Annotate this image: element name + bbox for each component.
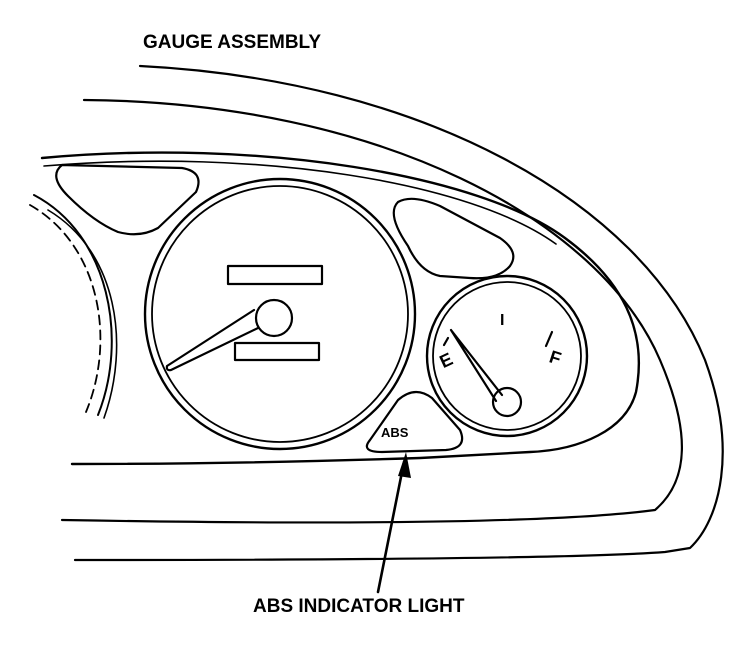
speedometer-needle [165,308,260,372]
speedometer-needle-hub [254,298,294,338]
upper-left-lamp-pod [55,163,200,236]
upper-right-lamp-pod [392,197,515,280]
speedometer-bezel-outer [143,177,417,451]
fuel-half-mark: I [500,312,504,329]
cluster-bezel [40,151,641,466]
abs-callout-arrow-shaft [376,460,406,594]
fuel-gauge-bezel-inner [432,281,582,431]
left-gauge-arc-outer [33,194,113,416]
title-label: GAUGE ASSEMBLY [143,32,321,53]
fuel-full-mark: F [544,330,564,369]
svg-text:F: F [547,347,564,369]
svg-text:E: E [436,349,455,372]
speedometer-bezel-inner [151,185,409,443]
fuel-gauge-needle [449,328,504,403]
abs-badge-label: ABS [381,425,409,440]
fuel-gauge-needle-hub [491,386,523,418]
abs-callout-arrowhead [398,452,411,478]
fuel-empty-mark: E [436,336,456,372]
abs-indicator-light-label: ABS INDICATOR LIGHT [253,596,465,617]
left-gauge-arc-inner [47,209,118,419]
fuel-gauge-bezel-outer [425,274,589,438]
outer-dash-curve [73,64,724,562]
trip-odometer-window [233,341,321,362]
abs-indicator-pod[interactable] [365,390,464,454]
middle-dash-curve [60,98,683,524]
cluster-bezel-inner [43,160,557,245]
left-gauge-arc-dashed [29,204,102,413]
odometer-window [226,264,324,286]
